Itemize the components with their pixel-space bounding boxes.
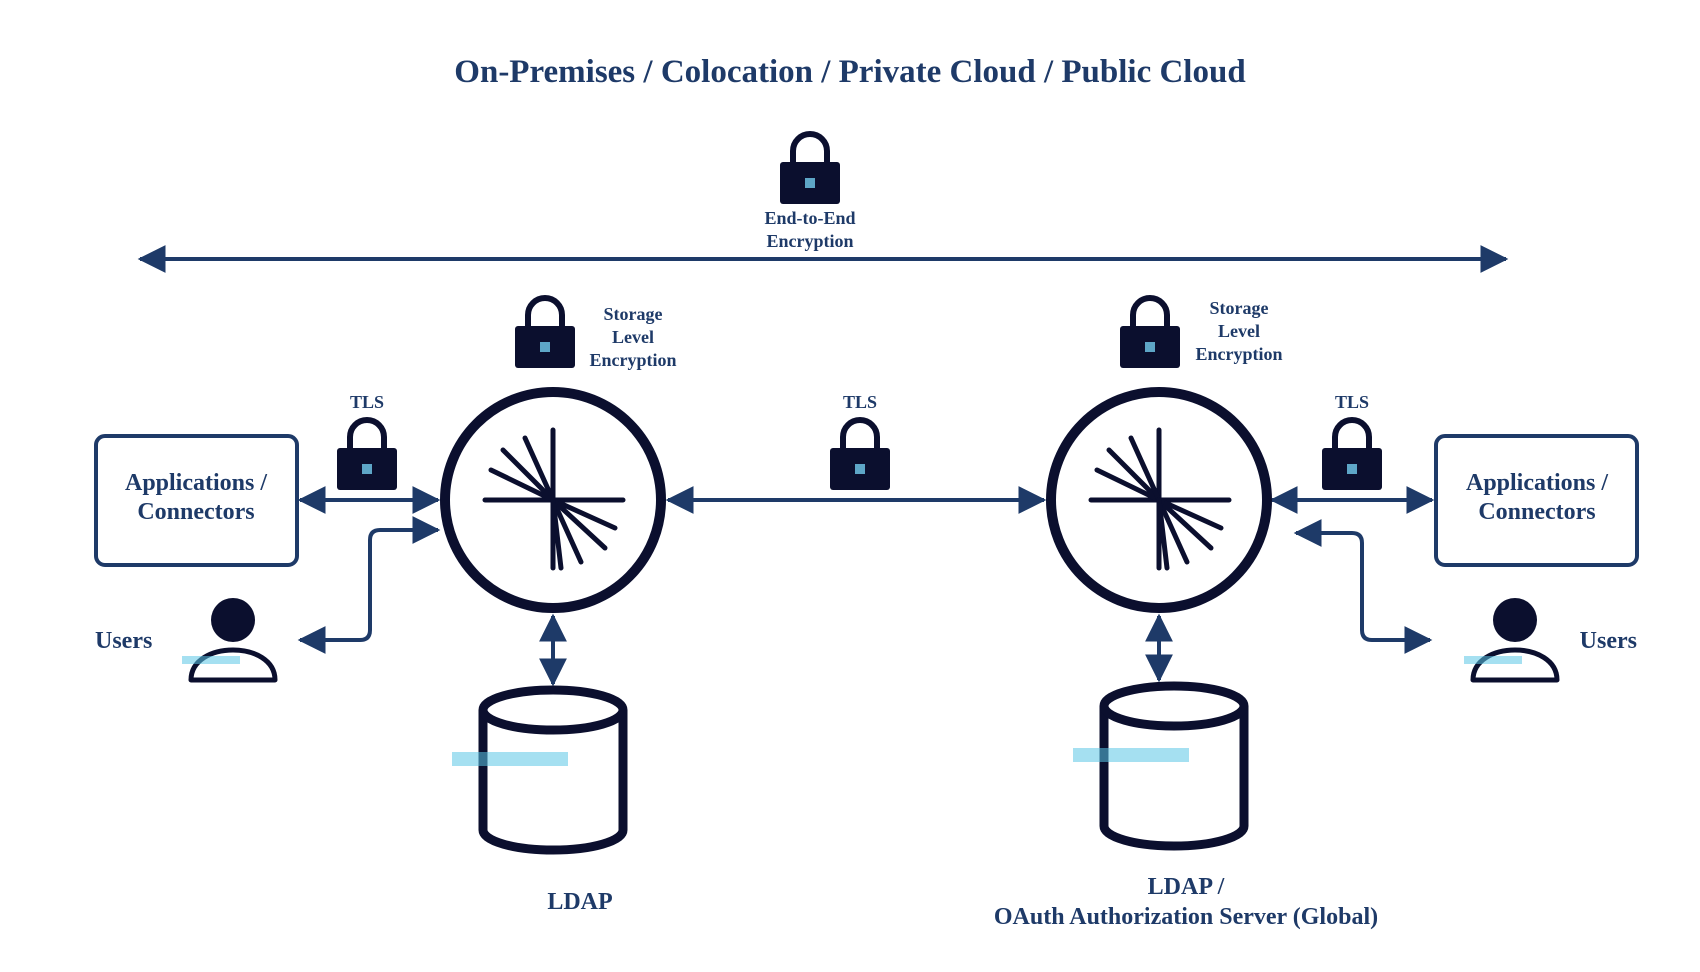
left-database-icon xyxy=(483,690,623,850)
right-users-label: Users xyxy=(1580,628,1637,654)
middle-tls-lock-icon xyxy=(830,420,890,490)
right-user-icon xyxy=(1473,598,1557,680)
right-database-icon xyxy=(1104,686,1244,846)
left-applications-label-line2: Connectors xyxy=(137,499,254,525)
page-title: On-Premises / Colocation / Private Cloud… xyxy=(454,54,1245,90)
right-storage-label-line1: Storage xyxy=(1210,298,1269,318)
left-storage-lock-icon xyxy=(515,298,575,368)
e2e-label-line2: Encryption xyxy=(766,231,853,251)
end-to-end-lock-icon xyxy=(780,134,840,204)
right-storage-lock-icon xyxy=(1120,298,1180,368)
right-server-icon xyxy=(1051,392,1267,608)
e2e-label-line1: End-to-End xyxy=(764,208,855,228)
left-user-highlight xyxy=(182,656,240,664)
middle-tls-label: TLS xyxy=(843,392,877,412)
left-tls-label: TLS xyxy=(350,392,384,412)
left-users-server-arrow xyxy=(297,516,441,654)
right-storage-label-line2: Level xyxy=(1218,321,1260,341)
right-applications-label-line2: Connectors xyxy=(1478,499,1595,525)
right-database-highlight xyxy=(1073,748,1189,762)
right-user-highlight xyxy=(1464,656,1522,664)
right-storage-label-line3: Encryption xyxy=(1195,344,1282,364)
right-users-server-arrow xyxy=(1293,519,1433,654)
left-tls-lock-icon xyxy=(337,420,397,490)
left-users-label: Users xyxy=(95,628,152,654)
right-tls-lock-icon xyxy=(1322,420,1382,490)
left-database-highlight xyxy=(452,752,568,766)
left-database-label: LDAP xyxy=(547,889,612,915)
left-applications-box: Applications / Connectors xyxy=(94,434,299,567)
right-tls-label: TLS xyxy=(1335,392,1369,412)
left-storage-label-line1: Storage xyxy=(604,304,663,324)
left-storage-label-line2: Level xyxy=(612,327,654,347)
right-database-label-line1: LDAP / xyxy=(1148,874,1225,900)
right-applications-label-line1: Applications / xyxy=(1466,470,1608,496)
left-user-icon xyxy=(191,598,275,680)
right-database-label-line2: OAuth Authorization Server (Global) xyxy=(994,904,1378,930)
left-storage-label-line3: Encryption xyxy=(589,350,676,370)
left-server-icon xyxy=(445,392,661,608)
left-applications-label-line1: Applications / xyxy=(125,470,267,496)
right-applications-box: Applications / Connectors xyxy=(1434,434,1639,567)
